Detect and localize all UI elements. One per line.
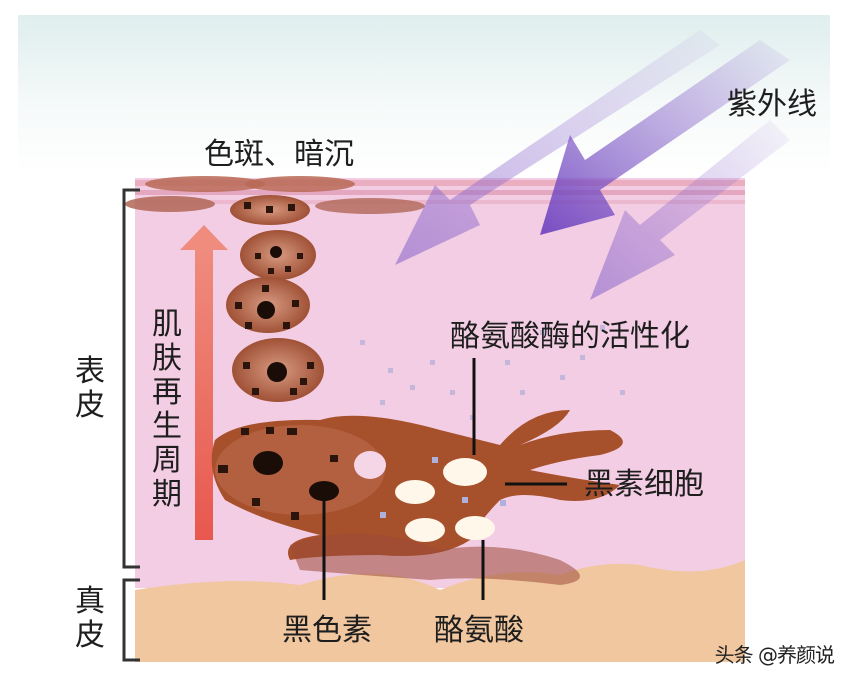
layer-brackets [122,188,140,662]
rising-cells [226,195,324,402]
leader-lines [322,358,567,600]
epidermis-bracket [122,188,140,569]
dermis-bracket [122,578,140,662]
melanocyte-label: 黑素细胞 [584,467,704,502]
epidermis-label: 表皮 [75,354,105,423]
tyrosine-label: 酪氨酸 [434,613,524,648]
tyrosinase-activation-label: 酪氨酸酶的活性化 [450,319,690,354]
uv-label: 紫外线 [727,87,817,122]
renewal-cycle-label: 肌肤再生周期 [152,307,182,512]
renewal-arrow [180,225,228,540]
spots-label: 色斑、暗沉 [204,137,354,172]
melanocyte-cell [211,410,623,585]
dermis-layer [135,560,745,662]
uv-arrows [395,30,790,300]
watermark: 头条 @养颜说 [714,643,835,667]
dermis-label: 真皮 [75,584,105,653]
melanin-label: 黑色素 [282,613,372,648]
tyrosinase-particles [360,325,625,420]
